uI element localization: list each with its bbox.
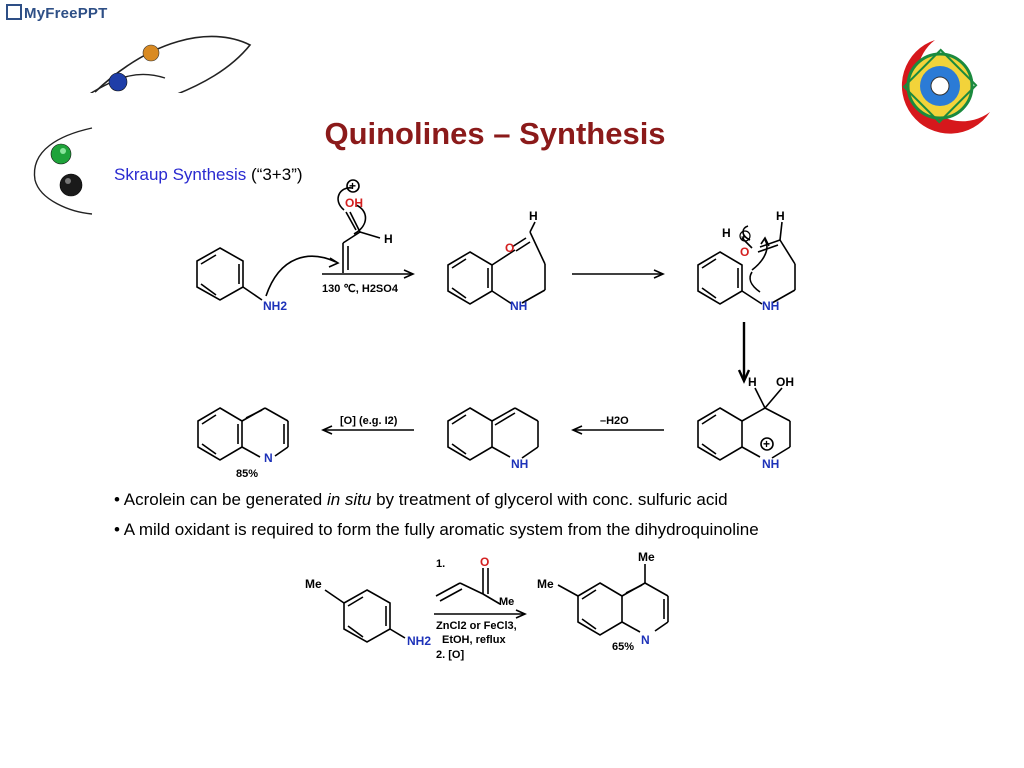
dihydro-nh: NH <box>511 457 528 471</box>
amine-label: NH2 <box>263 299 287 313</box>
slide-subtitle: Skraup Synthesis (“3+3”) <box>114 165 303 185</box>
me-6-label: Me <box>537 577 554 591</box>
plus-charge-2: + <box>741 232 746 242</box>
intermediate-h: H <box>529 209 538 223</box>
carbinol-nh: NH <box>762 457 779 471</box>
carbinol-h: H <box>748 375 757 389</box>
bullet-acrolein: • Acrolein can be generated in situ by t… <box>114 490 728 509</box>
cond-a-label: ZnCl2 or FeCl3, <box>436 620 517 632</box>
dehydration-label: –H2O <box>600 415 629 427</box>
cond-b-label: EtOH, reflux <box>442 634 506 646</box>
brand-name: MyFreePPT <box>24 5 108 22</box>
plus-charge: + <box>349 179 356 193</box>
cyclization-o: O <box>740 245 749 259</box>
step2-label: 2. [O] <box>436 649 464 661</box>
cyclization-h2: H <box>776 209 785 223</box>
quinoline-n: N <box>264 451 273 465</box>
enone-me-label: Me <box>499 596 514 608</box>
conditions-label: 130 ℃, H2SO4 <box>322 283 399 295</box>
product-n-label: N <box>641 633 650 647</box>
cyclization-h1: H <box>722 226 731 240</box>
oxonium-label: OH <box>345 196 363 210</box>
brand-logo: MyFreePPT <box>6 4 108 22</box>
carbinol-oh: OH <box>776 375 794 389</box>
curly-arrow <box>265 255 337 297</box>
aldehyde-h: H <box>384 232 393 246</box>
cyclization-nh: NH <box>762 299 779 313</box>
intermediate-o: O <box>505 241 514 255</box>
nh2-label: NH2 <box>407 634 431 648</box>
methylquinoline-ring <box>577 582 623 636</box>
bullet-oxidant: • A mild oxidant is required to form the… <box>114 520 759 539</box>
method-tag: (“3+3”) <box>251 165 303 184</box>
yield-65: 65% <box>612 641 634 653</box>
yield-85: 85% <box>236 468 258 480</box>
intermediate-nh: NH <box>510 299 527 313</box>
toluidine-ring <box>343 589 391 643</box>
step1-label: 1. <box>436 558 445 570</box>
aniline-ring <box>196 247 244 301</box>
slide-title: Quinolines – Synthesis <box>324 116 666 151</box>
me-4-label: Me <box>638 550 655 564</box>
play-icon <box>6 4 22 20</box>
plus-charge-3: + <box>763 437 770 451</box>
enone-o-label: O <box>480 555 489 569</box>
oxidation-label: [O] (e.g. I2) <box>340 415 398 427</box>
method-name: Skraup Synthesis <box>114 165 247 184</box>
me-start-label: Me <box>305 577 322 591</box>
